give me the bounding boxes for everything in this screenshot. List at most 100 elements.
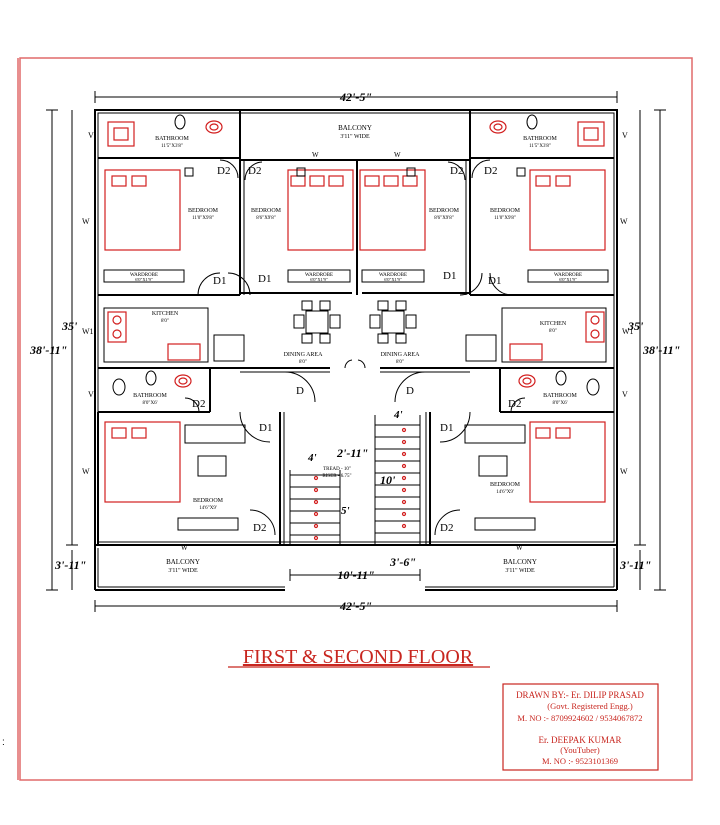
dim-stair-landing: 3'-6" [389, 555, 416, 569]
door-d2-tag: D2 [440, 522, 453, 534]
furniture-black [103, 114, 609, 545]
stair-riser-label: RISER - 6.75" [322, 474, 351, 479]
door-d2-tag: D2 [484, 165, 497, 177]
dim-top-width: 42'-5" [339, 90, 372, 104]
wardrobe-label-3: WARDROBE [379, 273, 407, 278]
dimension-lines [46, 91, 666, 612]
door-d1-tag: D1 [488, 275, 501, 287]
balcony-bl-label: BALCONY [166, 558, 200, 566]
dim-stair-width: 10'-11" [337, 568, 374, 582]
dim-bottom-width: 42'-5" [339, 599, 372, 613]
edge-mark: : [2, 737, 5, 748]
bedroom-br-size: 14'6"X9' [496, 490, 514, 495]
window-w-tag: W [516, 544, 523, 552]
wardrobe-size-2: 6'0"X1'9" [310, 277, 328, 282]
wardrobe-label-1: WARDROBE [130, 273, 158, 278]
vent-v-tag: V [622, 131, 628, 140]
vent-v-tag: V [622, 390, 628, 399]
bedroom-bl-size: 14'6"X9' [199, 506, 217, 511]
door-d2-tag: D2 [253, 522, 266, 534]
credits-mobile-2: M. NO :- 9523101369 [542, 756, 618, 766]
door-d2-tag: D2 [192, 398, 205, 410]
balcony-top-size: 3'11" WIDE [340, 134, 370, 140]
window-w1-tag: W1 [82, 327, 94, 336]
credits: DRAWN BY:- Er. DILIP PRASAD (Govt. Regis… [516, 690, 644, 766]
room-labels: BALCONY 3'11" WIDE BATHROOM 11'5"X3'8" B… [130, 124, 582, 574]
window-w-tag: W [312, 151, 319, 159]
dim-stair-top: 4' [393, 409, 403, 421]
window-w-tag: W [82, 217, 90, 226]
dim-stair-flight: 10' [380, 473, 396, 487]
wardrobe-size-1: 6'0"X1'9" [135, 277, 153, 282]
window-w-tag: W [620, 467, 628, 476]
window-w-tag: W [82, 467, 90, 476]
credits-channel: (YouTuber) [560, 745, 600, 755]
bedroom-r2-label: BEDROOM [429, 208, 460, 214]
door-d1-tag: D1 [443, 270, 456, 282]
door-d2-tag: D2 [248, 165, 261, 177]
balcony-br-size: 3'11" WIDE [505, 568, 535, 574]
bath-mr-size: 8'0"X6' [553, 401, 568, 406]
bath-mr-label: BATHROOM [543, 393, 577, 399]
dim-right-total: 38'-11" [642, 343, 680, 357]
bathroom-tl-size: 11'5"X3'8" [161, 144, 183, 149]
bedroom-l2-size: 8'6"X9'8" [256, 216, 276, 221]
sheet-frame [17, 57, 693, 781]
bedroom-l1-label: BEDROOM [188, 208, 219, 214]
bath-ml-label: BATHROOM [133, 393, 167, 399]
bedroom-br-label: BEDROOM [490, 482, 521, 488]
dining-r-size: 8'0" [396, 360, 404, 365]
credits-drawn-by: DRAWN BY:- Er. DILIP PRASAD [516, 690, 644, 700]
wardrobe-size-3: 6'0"X1'9" [384, 277, 402, 282]
kitchen-l-label: KITCHEN [152, 311, 179, 317]
door-d1-tag: D1 [259, 422, 272, 434]
dim-stair-gap: 2'-11" [336, 446, 368, 460]
furniture [104, 120, 606, 541]
kitchen-r-label: KITCHEN [540, 321, 567, 327]
dim-stair-run: 5' [341, 505, 350, 517]
bedroom-r1-label: BEDROOM [490, 208, 521, 214]
window-w-tag: W [620, 217, 628, 226]
wardrobe-label-4: WARDROBE [554, 273, 582, 278]
dining-r-label: DINING AREA [381, 352, 420, 358]
bathroom-tl-label: BATHROOM [155, 136, 189, 142]
balcony-br-label: BALCONY [503, 558, 537, 566]
balcony-top-label: BALCONY [338, 124, 372, 132]
kitchen-l-size: 8'0" [161, 319, 169, 324]
dim-left-balcony: 3'-11" [54, 558, 86, 572]
bedroom-r2-size: 8'6"X9'8" [434, 216, 454, 221]
door-d2-tag: D2 [217, 165, 230, 177]
bedroom-bl-label: BEDROOM [193, 498, 224, 504]
bedroom-r1-size: 11'0"X9'8" [494, 216, 516, 221]
credits-name-2: Er. DEEPAK KUMAR [539, 735, 622, 745]
dim-left-inner: 35' [61, 319, 78, 333]
window-w-tag: W [181, 544, 188, 552]
wardrobe-size-4: 6'0"X1'9" [559, 277, 577, 282]
bedroom-l1-size: 11'0"X9'8" [192, 216, 214, 221]
door-d2-tag: D2 [508, 398, 521, 410]
door-d-tag: D [406, 385, 414, 397]
stair-tread-label: TREAD - 10" [323, 467, 351, 472]
sheet-title: FIRST & SECOND FLOOR [243, 646, 474, 668]
walls [94, 109, 618, 591]
dining-l-size: 8'0" [299, 360, 307, 365]
credits-box [502, 683, 659, 771]
window-w1-tag: W1 [622, 327, 634, 336]
dim-right-inner: 35' [627, 319, 644, 333]
door-d2-tag: D2 [450, 165, 463, 177]
credits-mobile-1: M. NO :- 8709924602 / 9534067872 [517, 713, 642, 723]
bathroom-tr-size: 11'5"X3'8" [529, 144, 551, 149]
bedroom-l2-label: BEDROOM [251, 208, 282, 214]
dim-left-total: 38'-11" [29, 343, 67, 357]
bathroom-tr-label: BATHROOM [523, 136, 557, 142]
kitchen-r-size: 8'0" [549, 329, 557, 334]
door-d1-tag: D1 [213, 275, 226, 287]
opening-tags: D2 D2 D2 D2 D1 D1 D1 D1 D D D2 D2 D1 D1 … [82, 131, 634, 552]
dining-l-label: DINING AREA [284, 352, 323, 358]
vent-v-tag: V [88, 131, 94, 140]
door-d1-tag: D1 [258, 273, 271, 285]
dim-stair-left: 4' [307, 452, 317, 464]
dim-right-balcony: 3'-11" [619, 558, 651, 572]
wardrobe-label-2: WARDROBE [305, 273, 333, 278]
